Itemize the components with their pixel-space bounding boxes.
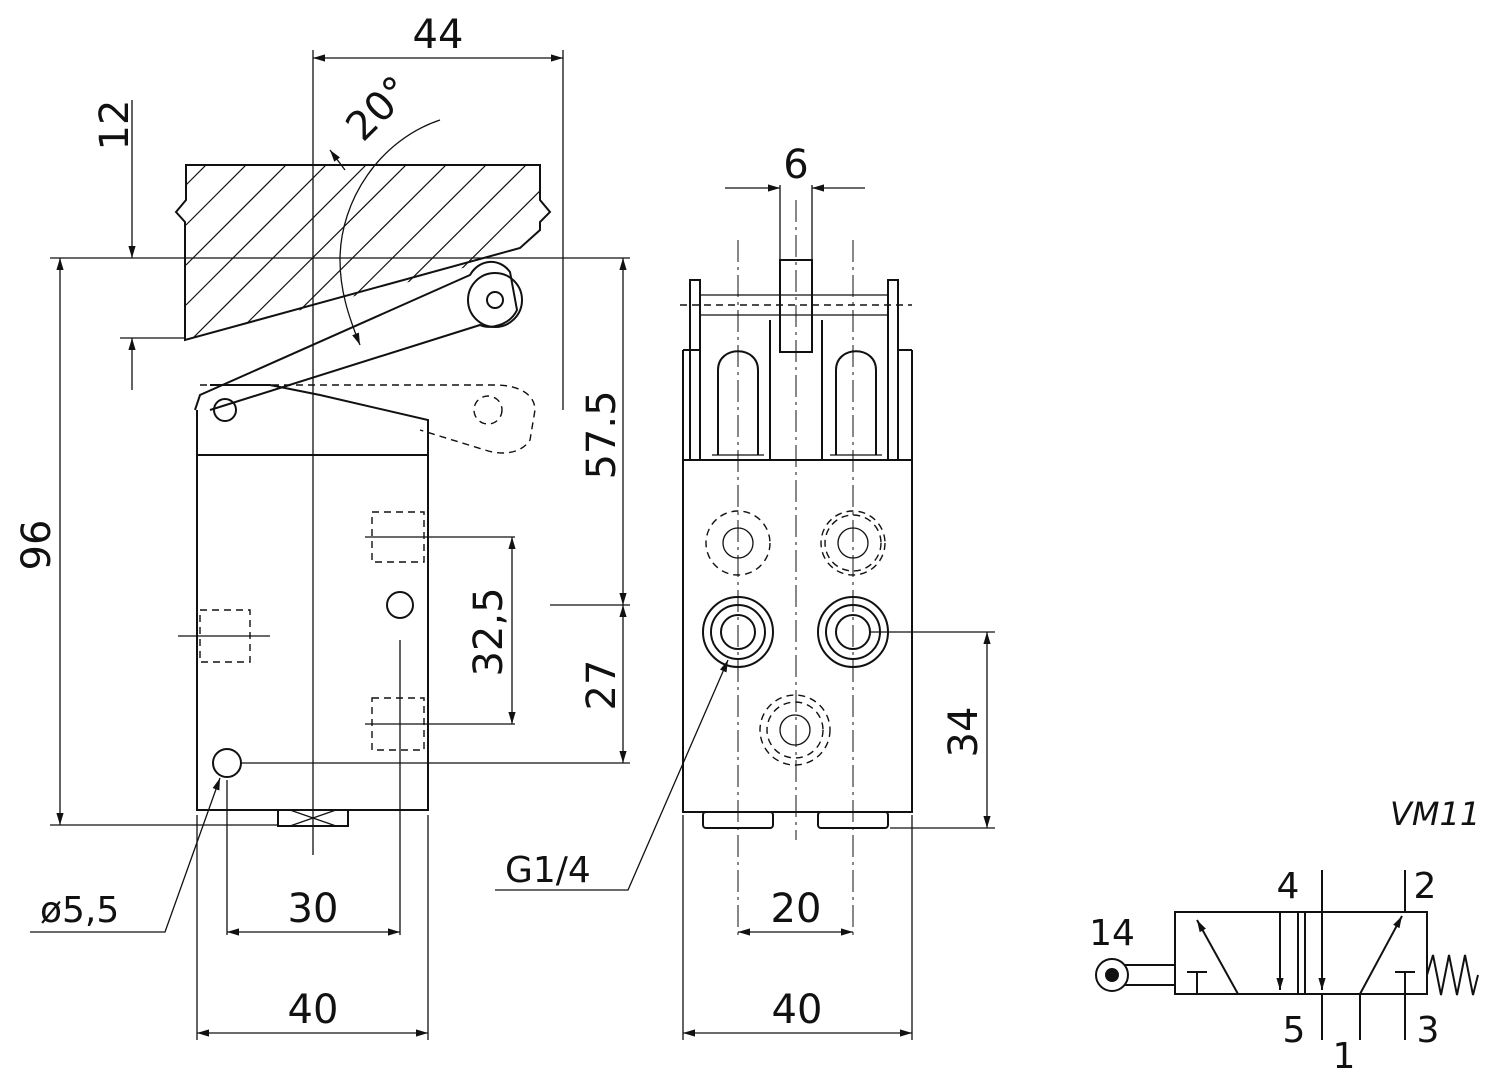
dim-port-spacing: 32,5 xyxy=(466,587,512,676)
dim-mount-offset: 57.5 xyxy=(579,390,625,479)
dim-top-width: 44 xyxy=(413,12,464,58)
lever-rest-position xyxy=(200,384,536,454)
dim-front-width: 40 xyxy=(772,987,823,1033)
symbol-port-2: 2 xyxy=(1414,866,1437,907)
dim-front-port-spacing: 20 xyxy=(771,886,822,932)
mount-hole-bottom xyxy=(212,748,242,778)
lever-arm xyxy=(194,260,523,422)
dim-hole-spacing: 30 xyxy=(288,886,339,932)
side-view: 44 12 20° 96 57.5 32,5 27 30 40 ø5,5 xyxy=(14,12,630,1040)
dim-side-height: 96 xyxy=(14,520,60,571)
front-view: 6 34 20 40 G1/4 xyxy=(495,142,995,1040)
port-4 xyxy=(702,596,774,668)
dim-port-height: 27 xyxy=(579,660,625,711)
label-port-thread: G1/4 xyxy=(505,850,591,891)
dim-lever-angle: 20° xyxy=(337,67,420,150)
dim-side-width: 40 xyxy=(288,987,339,1033)
symbol-port-3: 3 xyxy=(1417,1010,1440,1051)
symbol-port-1: 1 xyxy=(1333,1036,1356,1076)
valve-body xyxy=(178,384,515,827)
label-model: VM11 xyxy=(1390,795,1480,833)
valve-symbol: VM11 14 4 2 5 1 3 xyxy=(1089,795,1480,1076)
label-mount-hole: ø5,5 xyxy=(40,890,119,931)
dim-top-depth: 12 xyxy=(92,100,138,151)
mount-hole-middle xyxy=(386,591,414,619)
dim-front-port-height: 34 xyxy=(941,707,987,758)
symbol-port-4: 4 xyxy=(1277,866,1300,907)
dim-stem-width: 6 xyxy=(783,142,808,188)
symbol-port-14: 14 xyxy=(1089,913,1135,954)
symbol-port-5: 5 xyxy=(1283,1010,1306,1051)
